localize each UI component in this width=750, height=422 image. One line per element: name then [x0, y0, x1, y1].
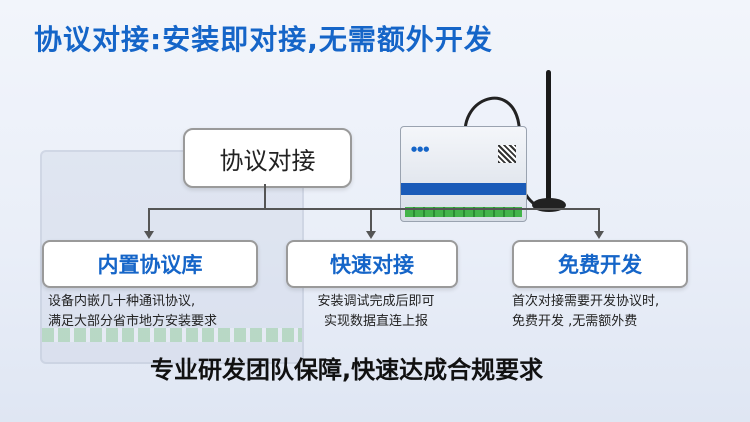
feature-desc-protocol-library: 设备内嵌几十种通讯协议, 满足大部分省市地方安装要求	[48, 292, 217, 332]
connector-vertical-main	[264, 184, 266, 208]
arrow-left	[144, 231, 154, 239]
desc-line: 安装调试完成后即可	[317, 294, 435, 309]
arrow-right	[594, 231, 604, 239]
connector-right-drop	[598, 208, 600, 232]
feature-label: 免费开发	[558, 253, 642, 277]
main-node-label: 协议对接	[219, 146, 316, 175]
desc-line: 免费开发 ,无需额外费	[512, 314, 638, 329]
feature-desc-free-development: 首次对接需要开发协议时, 免费开发 ,无需额外费	[512, 292, 659, 332]
feature-box-fast-integration: 快速对接	[286, 240, 458, 288]
connector-horizontal	[148, 208, 600, 210]
antenna-rod	[546, 70, 551, 202]
feature-box-free-development: 免费开发	[512, 240, 688, 288]
connector-left-drop	[148, 208, 150, 232]
feature-label: 内置协议库	[97, 253, 203, 277]
device-logo: ●●●	[411, 145, 430, 153]
device-band	[401, 183, 526, 195]
qr-code-icon	[498, 145, 516, 163]
feature-desc-fast-integration: 安装调试完成后即可 实现数据直连上报	[306, 292, 446, 332]
desc-line: 设备内嵌几十种通讯协议,	[48, 294, 196, 309]
footer-tagline: 专业研发团队保障,快速达成合规要求	[150, 356, 544, 384]
product-device: ●●●	[400, 126, 527, 222]
arrow-mid	[366, 231, 376, 239]
feature-label: 快速对接	[330, 253, 414, 277]
title: 协议对接:安装即对接,无需额外开发	[34, 23, 493, 56]
feature-box-protocol-library: 内置协议库	[42, 240, 258, 288]
terminal-strip	[405, 207, 522, 217]
desc-line: 首次对接需要开发协议时,	[512, 294, 660, 309]
main-node-box: 协议对接	[183, 128, 352, 188]
desc-line: 满足大部分省市地方安装要求	[48, 314, 218, 329]
desc-line: 实现数据直连上报	[323, 314, 428, 329]
connector-mid-drop	[370, 208, 372, 232]
